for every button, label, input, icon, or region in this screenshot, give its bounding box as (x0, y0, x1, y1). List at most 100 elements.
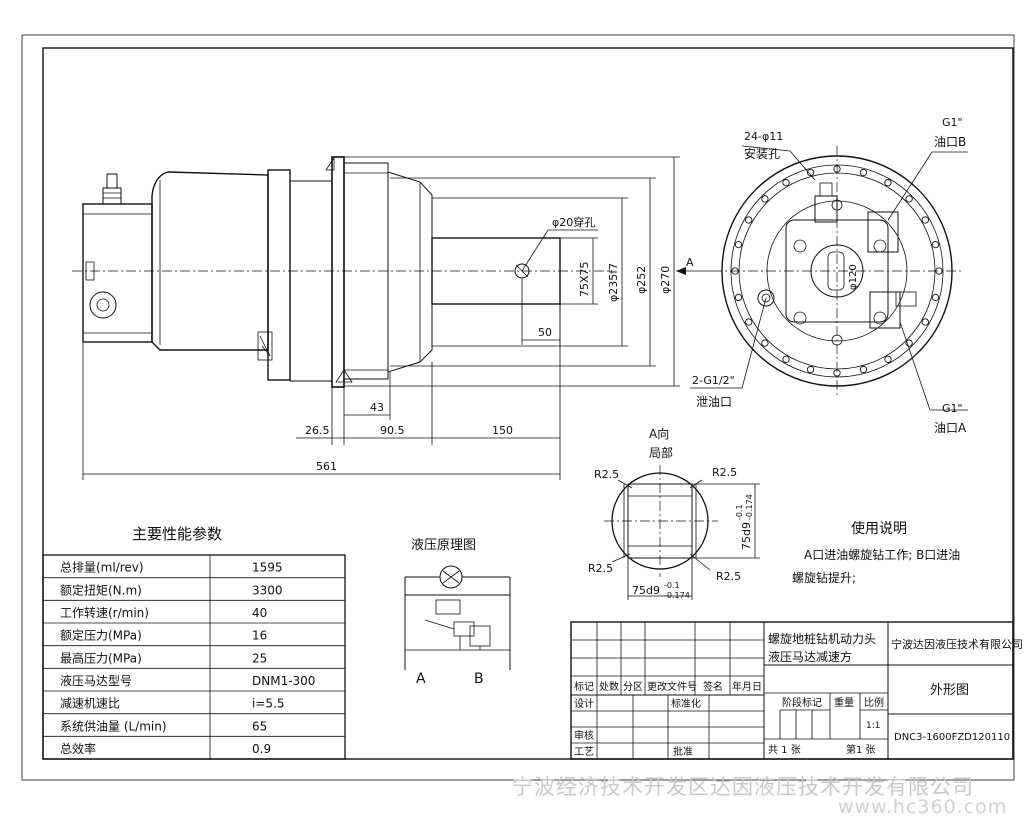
params-row-label: 总效率 (60, 741, 96, 756)
tb-r-review: 审核 (574, 729, 594, 742)
tb-weight: 重量 (834, 696, 854, 709)
mounting-hole (905, 195, 913, 203)
params-row-label: 总排量(ml/rev) (60, 561, 144, 575)
usage-line-2: 螺旋钻提升; (792, 570, 856, 585)
params-row-label: 减速机速比 (60, 697, 120, 711)
params-row-value: DNM1-300 (252, 674, 315, 688)
front-view (690, 145, 968, 411)
dim-150: 150 (492, 424, 513, 437)
drain-label-2: 泄油口 (696, 395, 732, 409)
mounting-hole (935, 267, 943, 275)
drain-label-1: 2-G1/2" (692, 374, 735, 387)
params-row-value: i=5.5 (252, 697, 284, 711)
params-row-value: 25 (252, 651, 267, 665)
side-view (72, 156, 712, 480)
mounting-hole (931, 240, 940, 249)
watermark-site: www.hc360.com (838, 796, 1008, 818)
params-row-label: 系统供油量 (L/min) (60, 719, 167, 733)
detail-dim-v-tol-lo: -0.174 (745, 494, 754, 520)
mounting-hole (734, 240, 743, 249)
tb-h-sign: 签名 (703, 680, 723, 693)
mounting-hole (833, 369, 841, 377)
tb-r-process: 工艺 (574, 746, 594, 758)
tb-scale-value: 1:1 (866, 721, 880, 731)
port-b-label-2: 油口B (934, 135, 966, 149)
usage-line-1: A口进油螺旋钻工作; B口进油 (804, 547, 960, 562)
mounting-hole (782, 179, 790, 187)
mounting-hole (921, 318, 929, 326)
dim-270: φ270 (659, 266, 672, 294)
tb-r-std: 标准化 (671, 697, 701, 710)
params-row-value: 1595 (252, 561, 283, 575)
radius-tl: R2.5 (594, 468, 619, 481)
radius-br: R2.5 (716, 570, 741, 583)
detail-dim-v-tol-hi: -0.1 (735, 504, 744, 520)
params-row-label: 工作转速(r/min) (60, 605, 149, 620)
hole-label: φ20穿孔 (552, 215, 595, 229)
detail-dim-h-tol-hi: -0.1 (664, 581, 680, 590)
center-dim: φ120 (848, 264, 859, 290)
mounting-hole (859, 365, 868, 374)
hydraulic-port-a: A (416, 671, 426, 687)
tb-r-approve: 批准 (673, 745, 693, 758)
mounting-hole (884, 179, 892, 187)
mounting-hole (921, 216, 929, 224)
detail-dim-h-tol-lo: -0.174 (664, 591, 690, 600)
usage-title: 使用说明 (851, 520, 907, 537)
params-row-value: 3300 (252, 583, 283, 597)
params-row-value: 65 (252, 719, 267, 733)
mounting-hole (782, 355, 790, 363)
tb-scale: 比例 (864, 696, 884, 709)
tb-product-2: 液压马达减速方 (768, 649, 852, 664)
radius-bl: R2.5 (588, 562, 613, 575)
tb-drawing-name: 外形图 (930, 683, 969, 698)
hydraulic-schematic (404, 565, 511, 670)
params-row-label: 额定压力(MPa) (60, 628, 142, 643)
params-row-label: 液压马达型号 (60, 673, 132, 688)
tb-h-mark: 标记 (574, 681, 594, 693)
tb-h-zone: 分区 (623, 681, 643, 693)
mounting-hole (833, 165, 841, 173)
dim-26-5: 26.5 (305, 424, 330, 437)
dim-252: φ252 (635, 266, 648, 294)
bolt-ring (731, 165, 943, 377)
mounting-hole (734, 293, 743, 302)
params-table (42, 554, 346, 760)
dim-50: 50 (538, 326, 552, 339)
mounting-hole (859, 168, 868, 177)
dim-90-5: 90.5 (380, 424, 405, 437)
mounting-hole (884, 355, 892, 363)
mounting-hole (731, 267, 739, 275)
hydraulic-port-b: B (474, 671, 484, 687)
tb-h-docno: 更改文件号 (647, 680, 697, 693)
detail-dim-h: 75d9 (632, 584, 660, 597)
mounting-hole (745, 318, 753, 326)
mounting-hole (806, 168, 815, 177)
params-rows: 总排量(ml/rev)1595额定扭矩(N.m)3300工作转速(r/min)4… (43, 561, 345, 756)
radius-tr: R2.5 (712, 466, 737, 479)
mount-holes-label-2: 安装孔 (744, 146, 780, 161)
detail-view (604, 465, 760, 600)
dim-561: 561 (316, 460, 337, 473)
arrow-a-label: A (686, 256, 694, 269)
tb-drawing-no: DNC3-1600FZD120110 (894, 732, 1010, 743)
params-row-value: 0.9 (252, 742, 271, 756)
tb-stage: 阶段标记 (782, 696, 822, 709)
tb-product-1: 螺旋地桩钻机动力头 (768, 631, 876, 646)
params-row-value: 16 (252, 629, 267, 643)
tb-h-count: 处数 (599, 680, 619, 693)
hydraulic-title: 液压原理图 (411, 538, 476, 553)
tb-company: 宁波达因液压技术有限公司 (891, 637, 1023, 651)
mounting-hole (806, 365, 815, 374)
mounting-hole (905, 339, 913, 347)
detail-title-1: A向 (649, 426, 669, 441)
detail-dim-v: 75d9 (740, 522, 753, 550)
dim-75x75: 75X75 (578, 261, 591, 297)
tb-total-sheets: 共 1 张 (768, 744, 801, 756)
params-row-label: 额定扭矩(N.m) (60, 582, 142, 597)
title-block-grid (570, 621, 1014, 760)
mounting-hole (761, 339, 769, 347)
mounting-hole (931, 293, 940, 302)
mounting-hole (745, 216, 753, 224)
